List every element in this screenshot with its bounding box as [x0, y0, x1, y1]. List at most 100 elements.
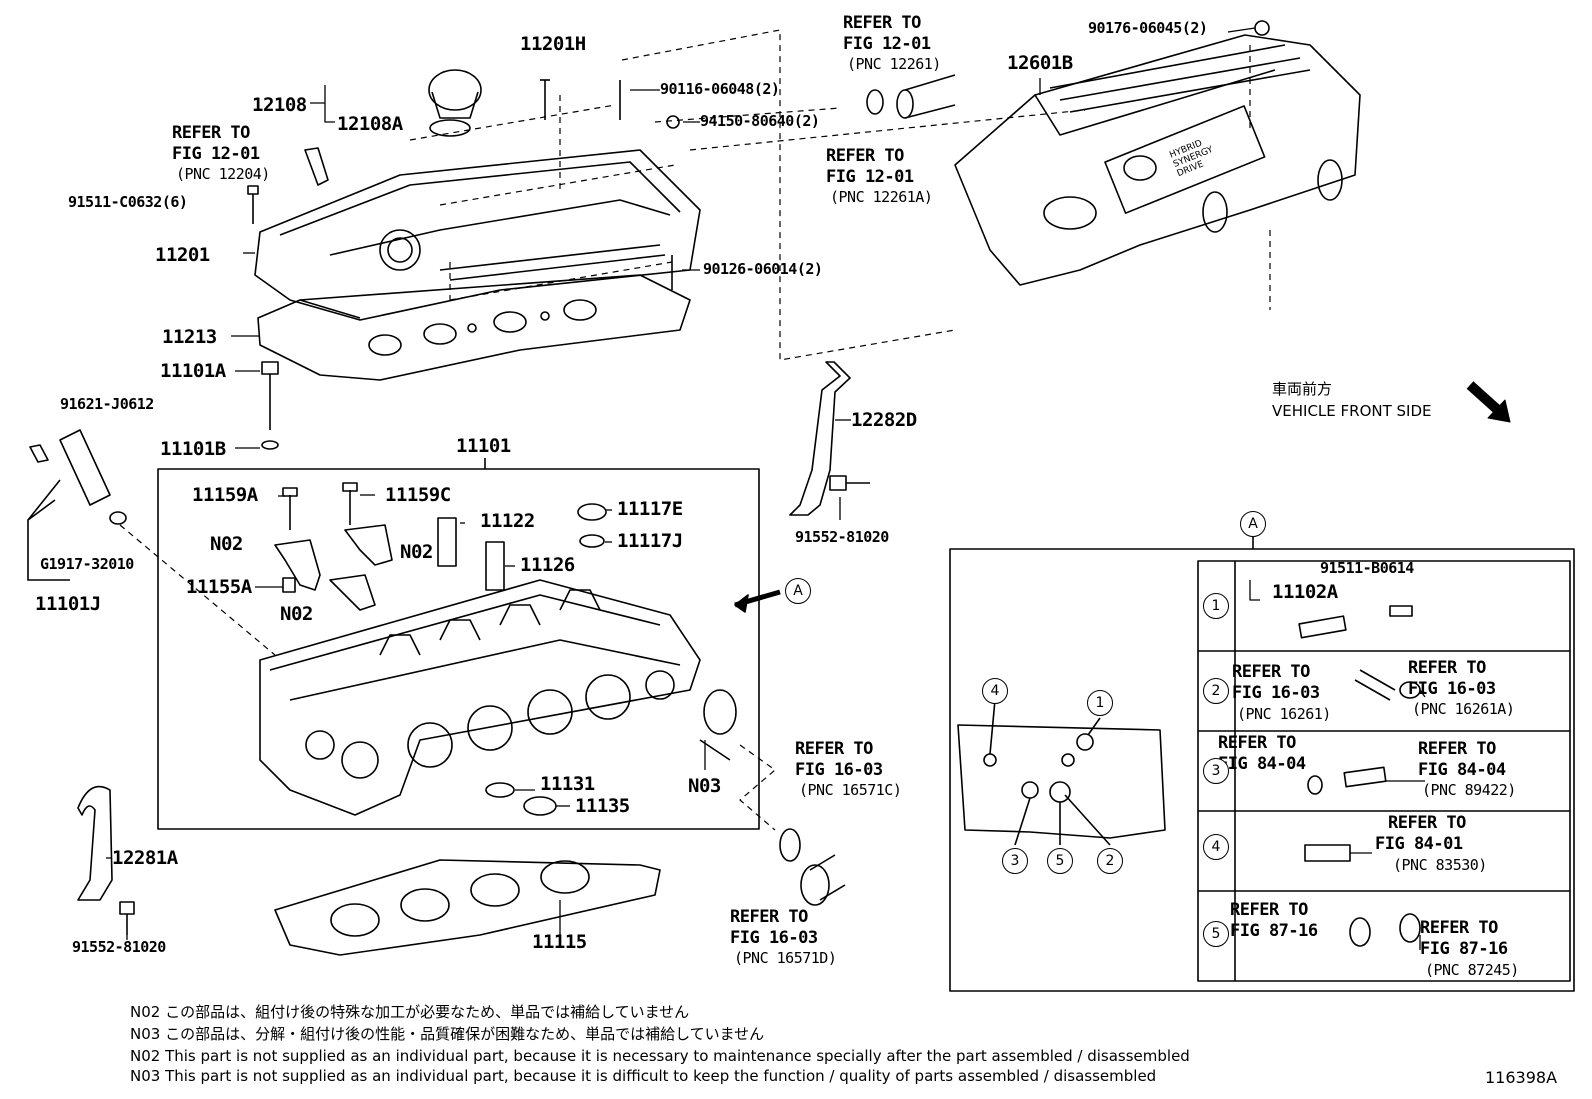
cylinder-head-drawing [259, 579, 701, 816]
ref-12261-l2[interactable]: FIG 12-01 [843, 34, 931, 54]
ref-12204-l3: (PNC 12204) [176, 165, 270, 183]
part-12108A[interactable]: 12108A [337, 113, 403, 135]
part-91511-C0632[interactable]: 91511-C0632(6) [68, 193, 188, 211]
part-11117J[interactable]: 11117J [617, 530, 683, 552]
part-12281A[interactable]: 12281A [112, 847, 178, 869]
detail-marker-1[interactable]: 1 [1087, 690, 1113, 716]
part-N02-c[interactable]: N02 [280, 603, 313, 625]
part-11101B[interactable]: 11101B [160, 438, 226, 460]
ref-16261A-l3: (PNC 16261A) [1412, 700, 1515, 718]
ref-83530-l2[interactable]: FIG 84-01 [1375, 834, 1463, 854]
part-11115[interactable]: 11115 [532, 931, 587, 953]
engine-cover-drawing [954, 34, 1361, 286]
part-91621-J0612[interactable]: 91621-J0612 [60, 395, 154, 413]
ref-16261A-l1: REFER TO [1408, 658, 1486, 678]
part-N02-a[interactable]: N02 [210, 533, 243, 555]
part-11102A[interactable]: 11102A [1272, 581, 1338, 603]
part-11201[interactable]: 11201 [155, 244, 210, 266]
ref-16261-l3: (PNC 16261) [1237, 705, 1331, 723]
part-90116-06048[interactable]: 90116-06048(2) [660, 80, 780, 98]
ref-89422-l1: REFER TO [1418, 739, 1496, 759]
part-94150-80640[interactable]: 94150-80640(2) [700, 112, 820, 130]
ref-16571D-l2[interactable]: FIG 16-03 [730, 928, 818, 948]
ref-16571D-l3: (PNC 16571D) [734, 949, 837, 967]
cylinder-head-group-box [157, 468, 760, 830]
ref-84-04a-l2[interactable]: FIG 84-04 [1218, 754, 1306, 774]
ref-12204-l1: REFER TO [172, 123, 250, 143]
ref-87-16a-l2[interactable]: FIG 87-16 [1230, 921, 1318, 941]
part-11101A[interactable]: 11101A [160, 360, 226, 382]
part-12108[interactable]: 12108 [252, 94, 307, 116]
part-11159A[interactable]: 11159A [192, 484, 258, 506]
part-11126[interactable]: 11126 [520, 554, 575, 576]
part-G1917-32010[interactable]: G1917-32010 [40, 555, 134, 573]
ref-83530-l3: (PNC 83530) [1393, 856, 1487, 874]
callout-a-detail: A [1240, 511, 1266, 537]
row-1-marker: 1 [1203, 593, 1229, 619]
ref-16571C-l1: REFER TO [795, 739, 873, 759]
detail-marker-3[interactable]: 3 [1002, 848, 1028, 874]
detail-marker-4[interactable]: 4 [982, 678, 1008, 704]
vehicle-front-jp: 車両前方 [1272, 380, 1333, 398]
part-11117E[interactable]: 11117E [617, 498, 683, 520]
gasket-holes [368, 299, 597, 356]
ref-87245-l3: (PNC 87245) [1425, 961, 1519, 979]
ref-12261A-l2[interactable]: FIG 12-01 [826, 167, 914, 187]
ref-16261-l1: REFER TO [1232, 662, 1310, 682]
part-11101[interactable]: 11101 [456, 435, 511, 457]
valve-cover-gasket [257, 274, 691, 381]
ref-12204-l2[interactable]: FIG 12-01 [172, 144, 260, 164]
part-11135[interactable]: 11135 [575, 795, 630, 817]
ref-12261-l3: (PNC 12261) [847, 55, 941, 73]
ref-16571C-l3: (PNC 16571C) [799, 781, 902, 799]
row-3-marker: 3 [1203, 758, 1229, 784]
ref-16261-l2[interactable]: FIG 16-03 [1232, 683, 1320, 703]
ref-16571C-l2[interactable]: FIG 16-03 [795, 760, 883, 780]
ref-89422-l3: (PNC 89422) [1422, 781, 1516, 799]
detail-marker-2[interactable]: 2 [1097, 848, 1123, 874]
note-n02-jp: N02 この部品は、組付け後の特殊な加工が必要なため、単品では補給していません [130, 1003, 690, 1021]
part-11201H[interactable]: 11201H [520, 33, 586, 55]
vehicle-front-en: VEHICLE FRONT SIDE [1272, 402, 1432, 420]
ref-12261A-l1: REFER TO [826, 146, 904, 166]
engine-hanger-rear [77, 785, 113, 901]
detail-marker-5[interactable]: 5 [1047, 848, 1073, 874]
ref-16571D-l1: REFER TO [730, 907, 808, 927]
row-2-marker: 2 [1203, 678, 1229, 704]
part-11131[interactable]: 11131 [540, 773, 595, 795]
ref-89422-l2[interactable]: FIG 84-04 [1418, 760, 1506, 780]
ref-84-04a-l1: REFER TO [1218, 733, 1296, 753]
part-11155A[interactable]: 11155A [186, 576, 252, 598]
ref-12261A-l3: (PNC 12261A) [830, 188, 933, 206]
row-5-marker: 5 [1203, 921, 1229, 947]
ref-16261A-l2[interactable]: FIG 16-03 [1408, 679, 1496, 699]
engine-hanger-front [789, 361, 851, 516]
part-11213[interactable]: 11213 [162, 326, 217, 348]
detail-a-table [1197, 560, 1571, 982]
oil-filler-cap-shape [428, 69, 482, 111]
part-91552-81020-rear[interactable]: 91552-81020 [72, 938, 166, 956]
part-90126-06014[interactable]: 90126-06014(2) [703, 260, 823, 278]
detail-head-view [957, 724, 1166, 839]
part-11159C[interactable]: 11159C [385, 484, 451, 506]
ref-87245-l2[interactable]: FIG 87-16 [1420, 939, 1508, 959]
part-11122[interactable]: 11122 [480, 510, 535, 532]
callout-a-arrow[interactable]: A [785, 578, 811, 604]
part-91552-81020-front[interactable]: 91552-81020 [795, 528, 889, 546]
part-12601B[interactable]: 12601B [1007, 52, 1073, 74]
part-12282D[interactable]: 12282D [851, 409, 917, 431]
part-11101J[interactable]: 11101J [35, 593, 101, 615]
ref-87245-l1: REFER TO [1420, 918, 1498, 938]
part-90176-06045[interactable]: 90176-06045(2) [1088, 19, 1208, 37]
ref-87-16a-l1: REFER TO [1230, 900, 1308, 920]
row-4-marker: 4 [1203, 834, 1229, 860]
part-N02-b[interactable]: N02 [400, 541, 433, 563]
note-n02-en: N02 This part is not supplied as an indi… [130, 1047, 1190, 1065]
detail-a-box [949, 548, 1575, 992]
part-91511-B0614[interactable]: 91511-B0614 [1320, 559, 1414, 577]
valve-cover-drawing [254, 149, 701, 321]
head-gasket-drawing [274, 859, 661, 956]
part-N03[interactable]: N03 [688, 775, 721, 797]
note-n03-jp: N03 この部品は、分解・組付け後の性能・品質確保が困難なため、単品では補給して… [130, 1025, 765, 1043]
